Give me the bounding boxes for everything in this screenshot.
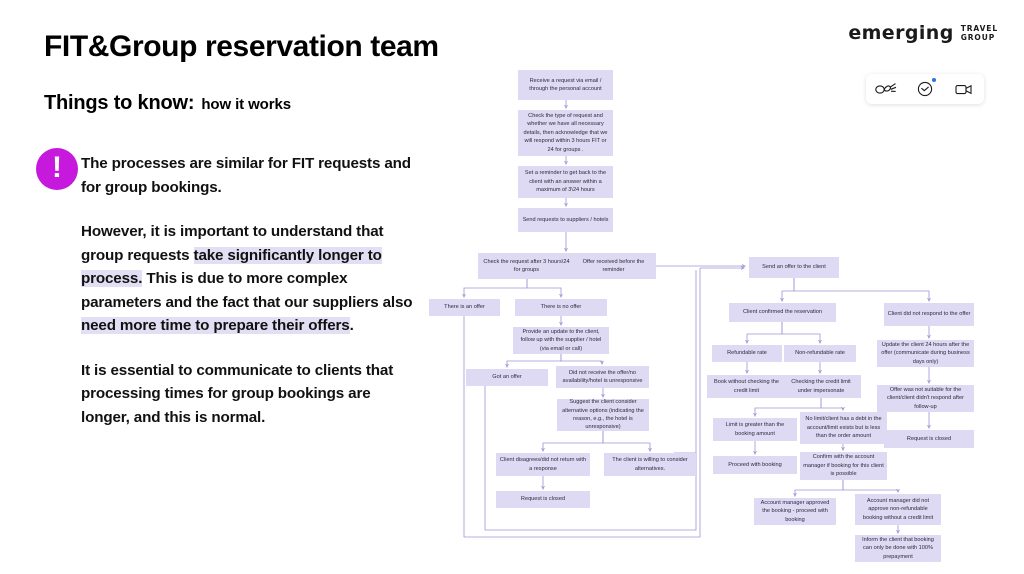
paragraph-3: It is essential to communicate to client…: [81, 359, 416, 430]
flow-node-n16[interactable]: Send an offer to the client: [749, 257, 839, 278]
exclamation-glyph: !: [52, 151, 62, 184]
flow-node-label: The client is willing to consider altern…: [612, 457, 688, 472]
subtitle-sub: how it works: [201, 96, 291, 113]
flow-node-n1[interactable]: Receive a request via email / through th…: [518, 70, 613, 100]
flow-node-n11[interactable]: Did not receive the offer/no availabilit…: [556, 366, 649, 388]
flow-node-label: Client disagrees/did not return with a r…: [499, 457, 587, 472]
paragraph-1-text: The processes are similar for FIT reques…: [81, 155, 411, 196]
flow-node-n19[interactable]: Non-refundable rate: [784, 345, 856, 362]
flow-node-label: Check the type of request and whether we…: [523, 112, 608, 153]
draw-icon[interactable]: [873, 78, 899, 100]
logo-subtext: TRAVEL GROUP: [961, 24, 998, 43]
flow-node-n26[interactable]: Account manager approved the booking - p…: [754, 498, 836, 525]
page-title: FIT&Group reservation team: [44, 30, 439, 63]
subtitle-row: Things to know: how it works: [44, 92, 291, 115]
paragraph-2-part-c: .: [349, 317, 354, 334]
flow-node-n23[interactable]: No limit/client has a debt in the accoun…: [800, 412, 887, 444]
flow-node-n7[interactable]: There is an offer: [429, 299, 500, 316]
paragraph-2-part-b: This is due to more complex parameters a…: [81, 270, 413, 311]
flow-node-n20[interactable]: Book without checking the credit limit: [707, 375, 786, 398]
logo-subtext-line1: TRAVEL: [960, 23, 998, 33]
logo-subtext-line2: GROUP: [960, 33, 996, 42]
flow-node-label: Client confirmed the reservation: [743, 309, 822, 316]
flow-node-label: Proceed with booking: [728, 461, 782, 468]
flow-node-n15[interactable]: Request is closed: [496, 491, 590, 508]
logo-wordmark: emerging: [848, 22, 954, 44]
flow-node-label: Limit is greater than the booking amount: [725, 422, 785, 437]
flow-node-label: Book without checking the credit limit: [714, 379, 779, 394]
flow-node-n8[interactable]: There is no offer: [515, 299, 607, 316]
flow-node-n4[interactable]: Send requests to suppliers / hotels: [518, 208, 613, 232]
flow-node-label: Client did not respond to the offer: [887, 311, 971, 318]
flow-node-label: Checking the credit limit under imperson…: [791, 379, 851, 394]
flow-node-n28[interactable]: Inform the client that booking can only …: [855, 535, 941, 562]
flow-node-label: Offer was not suitable for the client/cl…: [887, 386, 964, 410]
flow-node-n10[interactable]: Got an offer: [466, 369, 548, 386]
flow-node-label: Receive a request via email / through th…: [529, 77, 602, 92]
flow-node-n5[interactable]: Check the request after 3 hours\24 for g…: [478, 253, 575, 279]
flow-node-n12[interactable]: Suggest the client consider alternative …: [557, 399, 649, 431]
flow-node-label: There is no offer: [540, 304, 582, 311]
flow-node-n27[interactable]: Account manager did not approve non-refu…: [855, 494, 941, 525]
flow-node-n17[interactable]: Client confirmed the reservation: [729, 303, 836, 322]
flow-node-label: Send requests to suppliers / hotels: [522, 216, 609, 223]
flow-node-n18[interactable]: Refundable rate: [712, 345, 782, 362]
flow-node-label: There is an offer: [444, 304, 485, 311]
flow-node-n13[interactable]: Client disagrees/did not return with a r…: [496, 453, 590, 476]
flow-node-n32[interactable]: Request is closed: [884, 430, 974, 448]
flow-node-label: Offer received before the reminder: [582, 258, 645, 273]
subtitle-main: Things to know:: [44, 92, 195, 114]
flow-node-n3[interactable]: Set a reminder to get back to the client…: [518, 166, 613, 198]
flow-node-label: Confirm with the account manager if book…: [803, 454, 884, 478]
paragraph-2-part-a: However, it is important to understand t…: [81, 223, 384, 264]
flow-node-n30[interactable]: Update the client 24 hours after the off…: [877, 340, 974, 367]
flow-node-n9[interactable]: Provide an update to the client, follow …: [513, 327, 609, 354]
paragraph-3-text: It is essential to communicate to client…: [81, 361, 394, 426]
floating-toolbar: [866, 74, 984, 104]
flow-node-n22[interactable]: Limit is greater than the booking amount: [713, 418, 797, 441]
paragraph-2: However, it is important to understand t…: [81, 220, 416, 338]
flow-node-label: Non-refundable rate: [795, 350, 845, 357]
flow-node-n31[interactable]: Offer was not suitable for the client/cl…: [877, 385, 974, 412]
paragraph-2-highlight-2: need more time to prepare their offers: [81, 317, 350, 334]
brand-logo: emerging TRAVEL GROUP: [848, 22, 998, 44]
exclamation-icon: !: [36, 148, 78, 190]
comment-badge: [931, 78, 936, 82]
flow-node-label: Request is closed: [520, 496, 566, 503]
flow-node-label: Update the client 24 hours after the off…: [881, 341, 970, 365]
flow-node-label: Send an offer to the client: [762, 264, 826, 271]
flow-node-label: Got an offer: [492, 374, 522, 381]
flow-node-label: Inform the client that booking can only …: [862, 536, 934, 560]
flow-node-label: Account manager did not approve non-refu…: [862, 497, 934, 521]
flow-node-label: Check the request after 3 hours\24 for g…: [483, 258, 570, 273]
flow-node-label: Did not receive the offer/no availabilit…: [562, 369, 643, 384]
flow-node-label: Account manager approved the booking - p…: [760, 499, 830, 523]
flow-node-n21[interactable]: Checking the credit limit under imperson…: [781, 375, 861, 398]
paragraph-1: The processes are similar for FIT reques…: [81, 152, 416, 199]
flow-node-n14[interactable]: The client is willing to consider altern…: [604, 453, 696, 476]
flow-node-n24[interactable]: Proceed with booking: [713, 456, 797, 474]
flow-node-label: Provide an update to the client, follow …: [520, 328, 602, 352]
comment-icon[interactable]: [912, 78, 938, 100]
video-icon[interactable]: [951, 78, 977, 100]
flow-node-n25[interactable]: Confirm with the account manager if book…: [800, 452, 887, 480]
body-copy: The processes are similar for FIT reques…: [81, 152, 416, 429]
flow-node-label: No limit/client has a debt in the accoun…: [805, 416, 882, 440]
flow-node-n6[interactable]: Offer received before the reminder: [571, 253, 656, 279]
flow-node-n29[interactable]: Client did not respond to the offer: [884, 303, 974, 326]
flow-node-label: Request is closed: [906, 435, 952, 442]
flow-node-n2[interactable]: Check the type of request and whether we…: [518, 110, 613, 156]
flow-node-label: Suggest the client consider alternative …: [562, 399, 644, 431]
flow-node-label: Set a reminder to get back to the client…: [524, 170, 607, 194]
flow-node-label: Refundable rate: [727, 350, 767, 357]
